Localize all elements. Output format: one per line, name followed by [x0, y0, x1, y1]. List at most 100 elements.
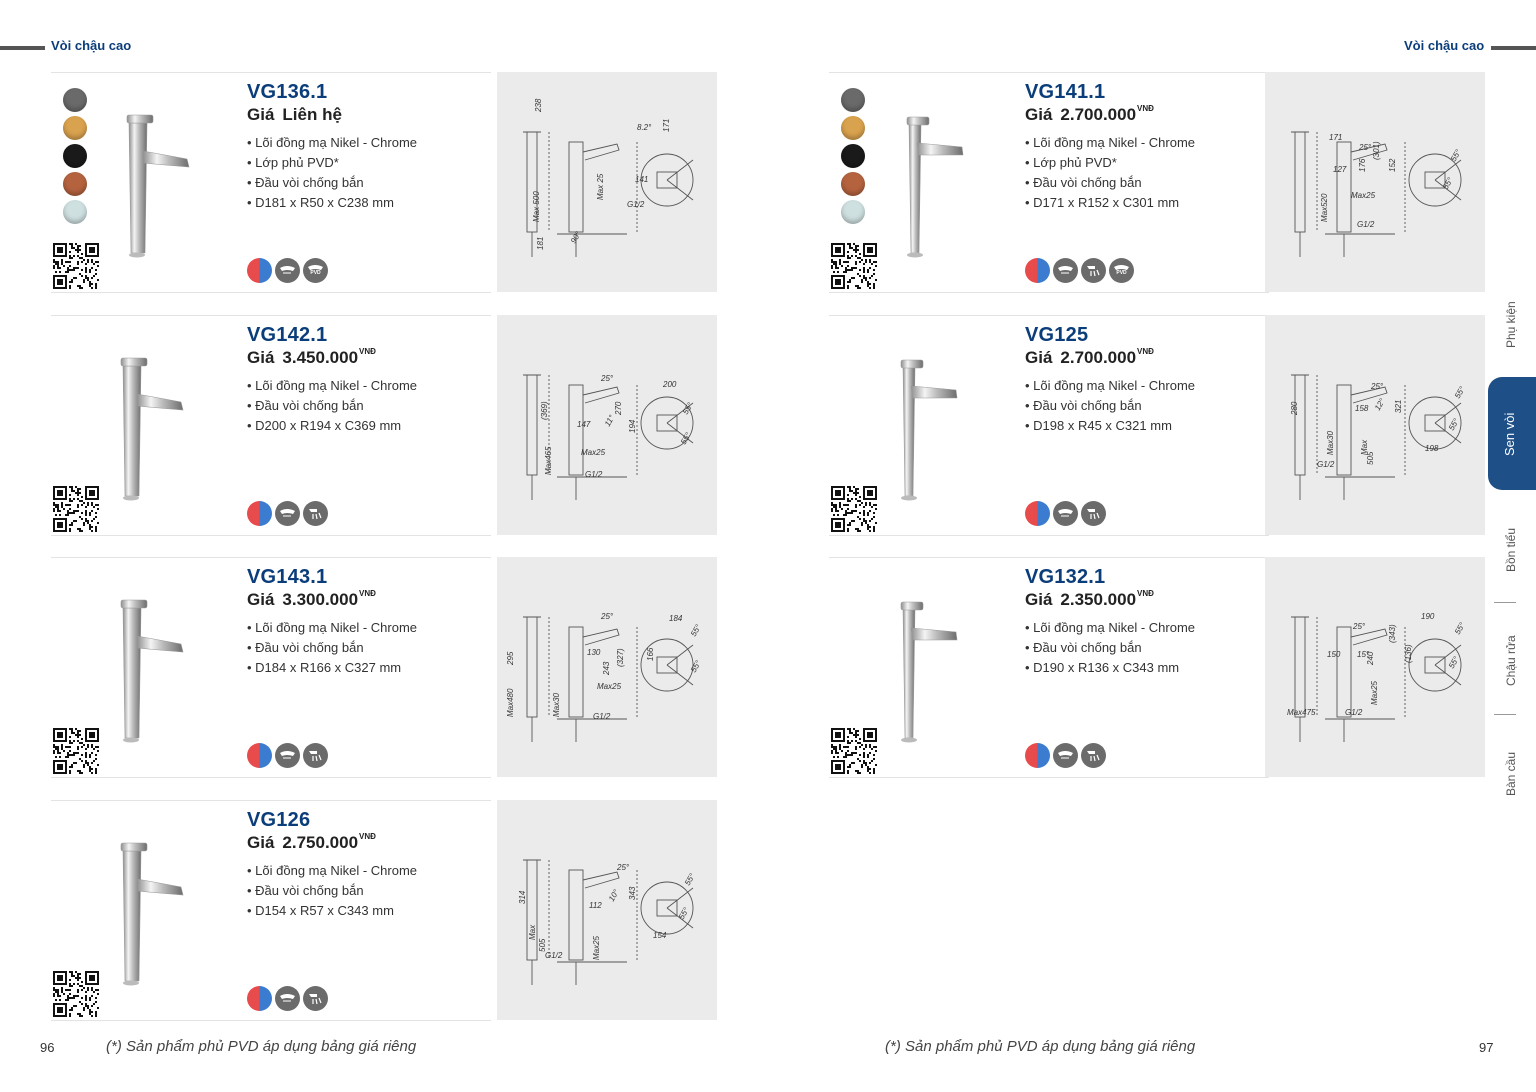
price-label: Giá	[1025, 105, 1053, 124]
splash-icon	[1081, 258, 1106, 283]
dimension-label: Max465	[544, 446, 553, 475]
aerator-icon	[1053, 258, 1078, 283]
dimension-label: 10°	[607, 887, 621, 903]
color-swatch[interactable]	[841, 116, 865, 140]
dimension-label: G1/2	[1317, 460, 1335, 469]
dimension-label: Max	[528, 924, 537, 940]
feature-list: Lõi đồng mạ Nikel - ChromeĐầu vòi chống …	[1025, 376, 1195, 436]
faucet-image	[109, 103, 209, 263]
dimension-label: 25°	[1358, 143, 1372, 152]
price-value: Liên hệ	[282, 105, 342, 124]
product-code: VG143.1	[247, 566, 328, 588]
page-number-right: 97	[1479, 1040, 1494, 1055]
dimension-label: 55°	[1449, 147, 1463, 163]
splash-icon	[303, 743, 328, 768]
pvd-icon-text: PVD	[310, 270, 321, 276]
color-swatch[interactable]	[63, 88, 87, 112]
dimension-label: 505	[538, 938, 547, 952]
feature-list: Lõi đồng mạ Nikel - ChromeĐầu vòi chống …	[1025, 618, 1195, 678]
feature-item: Lõi đồng mạ Nikel - Chrome	[1025, 376, 1195, 396]
price-label: Giá	[247, 590, 275, 609]
card-divider	[51, 777, 491, 778]
feature-icons	[247, 501, 328, 526]
card-divider	[51, 292, 491, 293]
aerator-icon	[275, 743, 300, 768]
faucet-image	[881, 588, 981, 748]
dimension-label: Max520	[1320, 193, 1329, 222]
feature-item: Đầu vòi chống bắn	[247, 881, 417, 901]
color-swatch[interactable]	[63, 116, 87, 140]
feature-item: Lõi đồng mạ Nikel - Chrome	[247, 133, 417, 153]
qr-code[interactable]	[53, 243, 99, 289]
footnote-right: (*) Sản phẩm phủ PVD áp dụng bảng giá ri…	[885, 1038, 1196, 1055]
feature-item: Đầu vòi chống bắn	[247, 173, 417, 193]
dimension-label: 314	[518, 890, 527, 904]
dimension-label: 321	[1394, 400, 1403, 413]
hot-cold-icon	[1025, 743, 1050, 768]
dimension-label: 280	[1290, 401, 1299, 416]
header-title-left: Vòi chậu cao	[51, 38, 132, 53]
side-tab-chau-rua[interactable]: Chậu rửa	[1488, 630, 1536, 690]
color-swatch[interactable]	[841, 88, 865, 112]
price-label: Giá	[247, 348, 275, 367]
qr-code[interactable]	[831, 243, 877, 289]
color-swatch[interactable]	[841, 200, 865, 224]
side-tab-sen-voi[interactable]: Sen vòi	[1488, 377, 1536, 490]
dimension-label: 127	[1333, 165, 1347, 174]
color-swatch[interactable]	[841, 144, 865, 168]
hot-cold-icon	[1025, 258, 1050, 283]
dimension-label: G1/2	[1345, 708, 1363, 717]
dimension-label: 240	[1366, 651, 1375, 666]
dimension-label: 190	[1421, 612, 1435, 621]
side-tab-bon-tieu[interactable]: Bồn tiểu	[1488, 520, 1536, 580]
currency: VNĐ	[1137, 347, 1154, 357]
price-value: 2.700.000	[1060, 348, 1137, 367]
dimension-label: Max480	[506, 688, 515, 717]
color-swatch[interactable]	[63, 144, 87, 168]
feature-item: Lớp phủ PVD*	[247, 153, 417, 173]
qr-code[interactable]	[53, 971, 99, 1017]
feature-item: D200 x R194 x C369 mm	[247, 416, 417, 436]
dimension-label: Max30	[552, 692, 561, 717]
side-tab-divider	[1494, 714, 1516, 715]
color-swatch[interactable]	[63, 172, 87, 196]
dimension-label: 55°	[689, 658, 703, 674]
dimension-label: 194	[628, 419, 637, 433]
dimension-label: (136)	[1404, 644, 1413, 663]
side-tab-label: Bồn tiểu	[1504, 527, 1518, 572]
qr-code[interactable]	[831, 728, 877, 774]
qr-code[interactable]	[53, 486, 99, 532]
feature-item: Lõi đồng mạ Nikel - Chrome	[247, 618, 417, 638]
dimension-label: 147	[577, 420, 591, 429]
dimension-label: G1/2	[1357, 220, 1375, 229]
currency: VNĐ	[359, 832, 376, 842]
faucet-image	[103, 831, 203, 991]
dimension-label: Max	[1360, 439, 1369, 455]
currency: VNĐ	[1137, 589, 1154, 599]
dimension-label: 55°	[1447, 654, 1461, 670]
header-rule-right	[1491, 46, 1536, 50]
faucet-image	[881, 346, 981, 506]
dimension-label: Max25	[581, 448, 606, 457]
pvd-icon: PVD	[303, 258, 328, 283]
side-tab-ban-cau[interactable]: Bàn cầu	[1488, 748, 1536, 798]
price-value: 2.350.000	[1060, 590, 1137, 609]
feature-list: Lõi đồng mạ Nikel - ChromeĐầu vòi chống …	[247, 861, 417, 921]
feature-icons: PVD	[247, 258, 328, 283]
color-swatch[interactable]	[841, 172, 865, 196]
qr-code[interactable]	[831, 486, 877, 532]
side-tab-phu-kien[interactable]: Phụ kiện	[1488, 298, 1536, 358]
dimension-label: 184	[669, 614, 683, 623]
footnote-left: (*) Sản phẩm phủ PVD áp dụng bảng giá ri…	[106, 1038, 417, 1055]
qr-code[interactable]	[53, 728, 99, 774]
feature-icons	[247, 743, 328, 768]
color-swatch[interactable]	[63, 200, 87, 224]
